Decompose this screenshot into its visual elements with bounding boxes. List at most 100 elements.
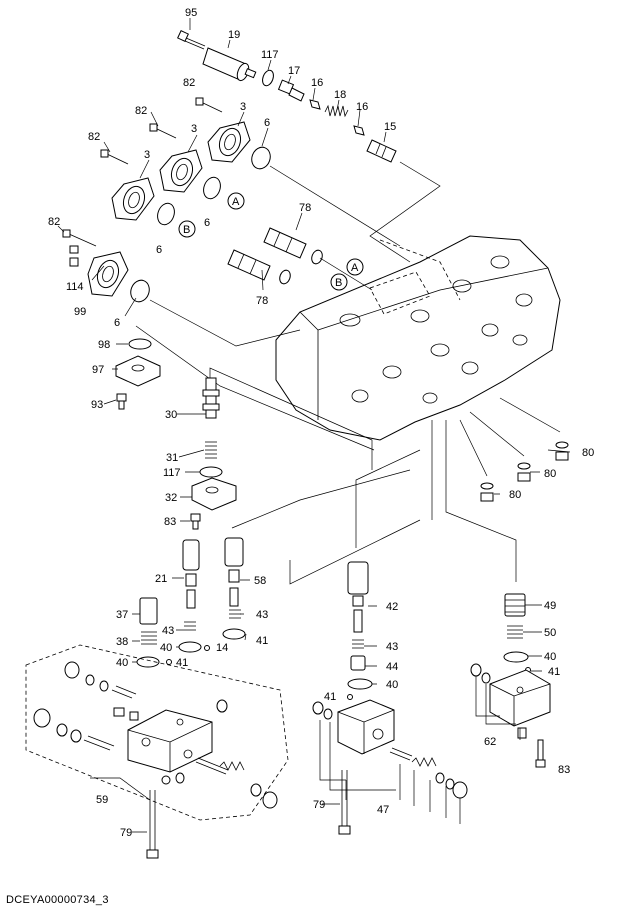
label-82-c: 82 bbox=[88, 131, 100, 143]
label-62: 62 bbox=[484, 736, 496, 748]
main-valve-body bbox=[275, 235, 561, 441]
sub-assembly-59-boundary bbox=[25, 644, 289, 821]
adjuster-15 bbox=[366, 139, 397, 163]
label-58: 58 bbox=[254, 575, 266, 587]
sub-assembly-47-parts bbox=[389, 747, 468, 799]
label-ref-a-1: A bbox=[232, 196, 240, 208]
label-80-c: 80 bbox=[509, 489, 521, 501]
solenoid-bolt-95 bbox=[177, 30, 206, 50]
label-82-a: 82 bbox=[183, 77, 195, 89]
piston-37 bbox=[139, 597, 158, 625]
assembly-line-21 bbox=[289, 519, 421, 585]
o-ring-117-mid bbox=[199, 466, 223, 478]
label-40-d: 40 bbox=[544, 651, 556, 663]
valve-21 bbox=[182, 539, 200, 609]
label-40-b: 40 bbox=[116, 657, 128, 669]
o-ring-98 bbox=[128, 338, 152, 350]
o-ring-41-right bbox=[347, 694, 353, 700]
valve-58 bbox=[224, 537, 244, 607]
bolt-93 bbox=[116, 393, 127, 410]
label-83-right: 83 bbox=[558, 764, 570, 776]
label-16-b: 16 bbox=[356, 101, 368, 113]
bolt-83-mid bbox=[190, 513, 201, 530]
label-18: 18 bbox=[334, 89, 346, 101]
assembly-line-49 bbox=[445, 420, 517, 582]
drawing-code: DCEYA00000734_3 bbox=[6, 894, 109, 906]
assembly-line-flange-top bbox=[269, 165, 401, 247]
label-6-c: 6 bbox=[156, 244, 162, 256]
ref-circle-b-2 bbox=[330, 273, 348, 291]
label-82-d: 82 bbox=[48, 216, 60, 228]
label-14: 14 bbox=[216, 642, 228, 654]
plug-80-a bbox=[555, 441, 569, 461]
label-ref-b-1: B bbox=[183, 224, 190, 236]
label-3-c: 3 bbox=[144, 149, 150, 161]
label-50: 50 bbox=[544, 627, 556, 639]
spool-78-upper bbox=[263, 227, 323, 265]
label-6-a: 6 bbox=[264, 117, 270, 129]
label-41-c: 41 bbox=[324, 691, 336, 703]
o-ring-6-mid bbox=[203, 176, 221, 200]
label-3-a: 3 bbox=[240, 101, 246, 113]
port-flange-97 bbox=[115, 355, 161, 387]
solenoid-19 bbox=[202, 47, 257, 82]
leader-47 bbox=[319, 720, 461, 824]
label-114: 114 bbox=[66, 281, 84, 293]
label-17: 17 bbox=[288, 65, 300, 77]
label-83-mid: 83 bbox=[164, 516, 176, 528]
label-117-mid: 117 bbox=[163, 467, 181, 479]
label-43-a: 43 bbox=[162, 625, 174, 637]
assembly-line-adjuster bbox=[369, 161, 441, 263]
cover-62 bbox=[470, 663, 551, 739]
ref-circle-b-1 bbox=[178, 220, 196, 238]
label-47: 47 bbox=[377, 804, 389, 816]
assembly-line-spools bbox=[319, 257, 373, 291]
label-44: 44 bbox=[386, 661, 398, 673]
label-15: 15 bbox=[384, 121, 396, 133]
spring-50 bbox=[507, 625, 523, 639]
spring-43-center bbox=[184, 621, 196, 631]
label-79-left: 79 bbox=[120, 827, 132, 839]
assembly-line-flange-99 bbox=[149, 299, 301, 347]
flange-3-low bbox=[100, 149, 155, 221]
label-ref-a-2: A bbox=[351, 262, 359, 274]
label-79-right: 79 bbox=[313, 799, 325, 811]
o-ring-117-top bbox=[262, 69, 274, 87]
assembly-line-plugs bbox=[459, 397, 561, 477]
label-93: 93 bbox=[91, 399, 103, 411]
sub-assembly-59-parts bbox=[33, 661, 278, 809]
label-59: 59 bbox=[96, 794, 108, 806]
plug-80-c bbox=[480, 482, 494, 502]
plug-80-b bbox=[517, 462, 531, 482]
assembly-line-port-97 bbox=[135, 325, 375, 451]
leader-62 bbox=[475, 676, 516, 725]
label-99: 99 bbox=[74, 306, 86, 318]
bolt-79-right bbox=[338, 770, 351, 835]
cap-32 bbox=[191, 477, 237, 511]
label-80-a: 80 bbox=[582, 447, 594, 459]
label-40-c: 40 bbox=[386, 679, 398, 691]
label-80-b: 80 bbox=[544, 468, 556, 480]
label-ref-b-2: B bbox=[335, 277, 342, 289]
assembly-line-42 bbox=[355, 449, 421, 548]
ref-circle-a-1 bbox=[227, 192, 245, 210]
label-42: 42 bbox=[386, 601, 398, 613]
o-ring-6-low bbox=[157, 202, 175, 226]
label-3-b: 3 bbox=[191, 123, 197, 135]
label-21: 21 bbox=[155, 573, 167, 585]
o-ring-41-left bbox=[166, 659, 172, 665]
spring-31 bbox=[205, 441, 217, 459]
nut-16-b bbox=[353, 125, 365, 136]
flange-3-mid bbox=[149, 123, 203, 193]
plug-17 bbox=[277, 79, 305, 102]
spring-43-left bbox=[229, 609, 241, 619]
spring-18 bbox=[324, 104, 349, 118]
label-41-a: 41 bbox=[176, 657, 188, 669]
valve-42 bbox=[347, 561, 369, 633]
label-98: 98 bbox=[98, 339, 110, 351]
valve-body-59 bbox=[127, 709, 213, 773]
label-30: 30 bbox=[165, 409, 177, 421]
label-43-b: 43 bbox=[256, 609, 268, 621]
nut-16-a bbox=[309, 99, 321, 110]
label-6-b: 6 bbox=[204, 217, 210, 229]
